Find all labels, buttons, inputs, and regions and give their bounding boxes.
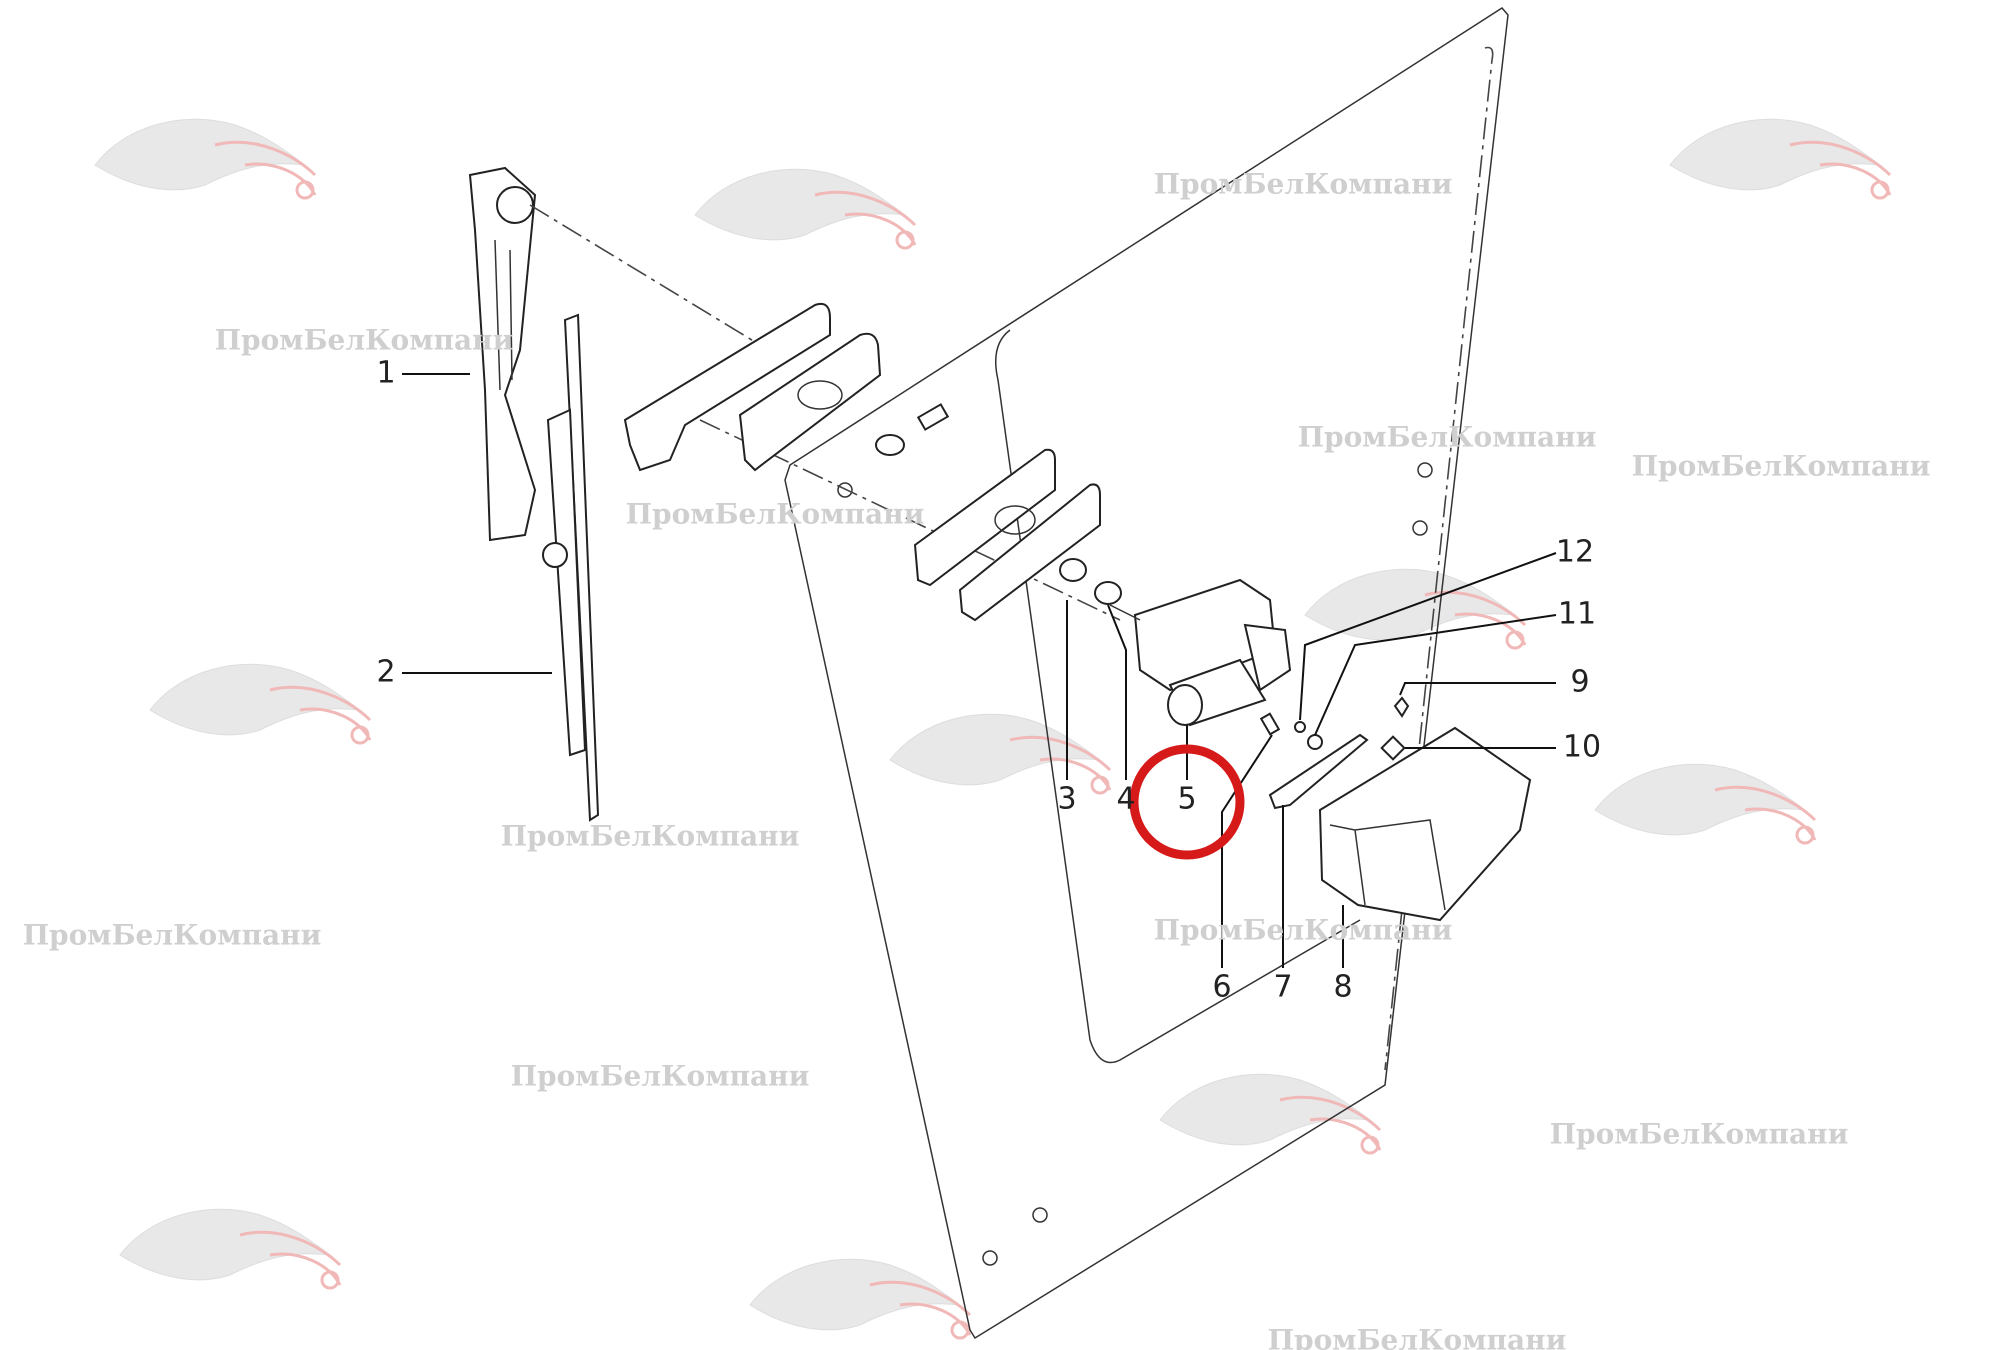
part-label-8[interactable]: 8 — [1333, 970, 1352, 1005]
watermark-text: ПромБелКомпани — [1298, 421, 1597, 454]
text-watermarks: ПромБелКомпани ПромБелКомпани ПромБелКом… — [23, 168, 1931, 1350]
logo-watermarks — [94, 118, 1892, 1340]
watermark-text: ПромБелКомпани — [1154, 168, 1453, 201]
wiper-arm — [468, 166, 537, 542]
watermark-text: ПромБелКомпани — [501, 820, 800, 853]
wiper-blade — [542, 313, 600, 822]
watermark-text: ПромБелКомпани — [23, 919, 322, 952]
mounting-brackets — [623, 302, 1122, 622]
part-label-12[interactable]: 12 — [1556, 535, 1594, 570]
motor-cover — [1318, 726, 1532, 922]
watermark-text: ПромБелКомпани — [1632, 450, 1931, 483]
watermark-text: ПромБелКомпани — [1550, 1118, 1849, 1151]
part-label-7[interactable]: 7 — [1273, 970, 1292, 1005]
panther-logo-watermark — [119, 1208, 342, 1290]
part-label-4[interactable]: 4 — [1116, 782, 1135, 817]
part-label-11[interactable]: 11 — [1558, 597, 1596, 632]
panther-logo-watermark — [1159, 1073, 1382, 1155]
assembly-axis — [529, 204, 761, 346]
watermark-text: ПромБелКомпани — [511, 1060, 810, 1093]
watermark-text: ПромБелКомпани — [1268, 1324, 1567, 1350]
part-label-10[interactable]: 10 — [1563, 730, 1601, 765]
watermark-text: ПромБелКомпани — [215, 324, 514, 357]
panther-logo-watermark — [1594, 763, 1817, 845]
part-label-6[interactable]: 6 — [1212, 970, 1231, 1005]
part-labels: 1 2 3 4 5 6 7 8 9 10 11 12 — [376, 356, 1601, 1005]
leader-lines — [402, 373, 1557, 968]
part-label-3[interactable]: 3 — [1057, 782, 1076, 817]
part-label-1[interactable]: 1 — [376, 356, 395, 391]
panther-logo-watermark — [694, 168, 917, 250]
wiper-motor — [1109, 578, 1292, 727]
panther-logo-watermark — [149, 663, 372, 745]
panther-logo-watermark — [94, 118, 317, 200]
panther-logo-watermark — [889, 713, 1112, 795]
panther-logo-watermark — [749, 1258, 972, 1340]
watermark-text: ПромБелКомпани — [626, 498, 925, 531]
panther-logo-watermark — [1669, 118, 1892, 200]
watermark-text: ПромБелКомпани — [1154, 914, 1453, 947]
highlight-circle — [1129, 744, 1245, 860]
part-label-2[interactable]: 2 — [376, 655, 395, 690]
glass-panel — [784, 7, 1509, 1340]
part-label-9[interactable]: 9 — [1570, 665, 1589, 700]
part-label-5[interactable]: 5 — [1177, 782, 1196, 817]
